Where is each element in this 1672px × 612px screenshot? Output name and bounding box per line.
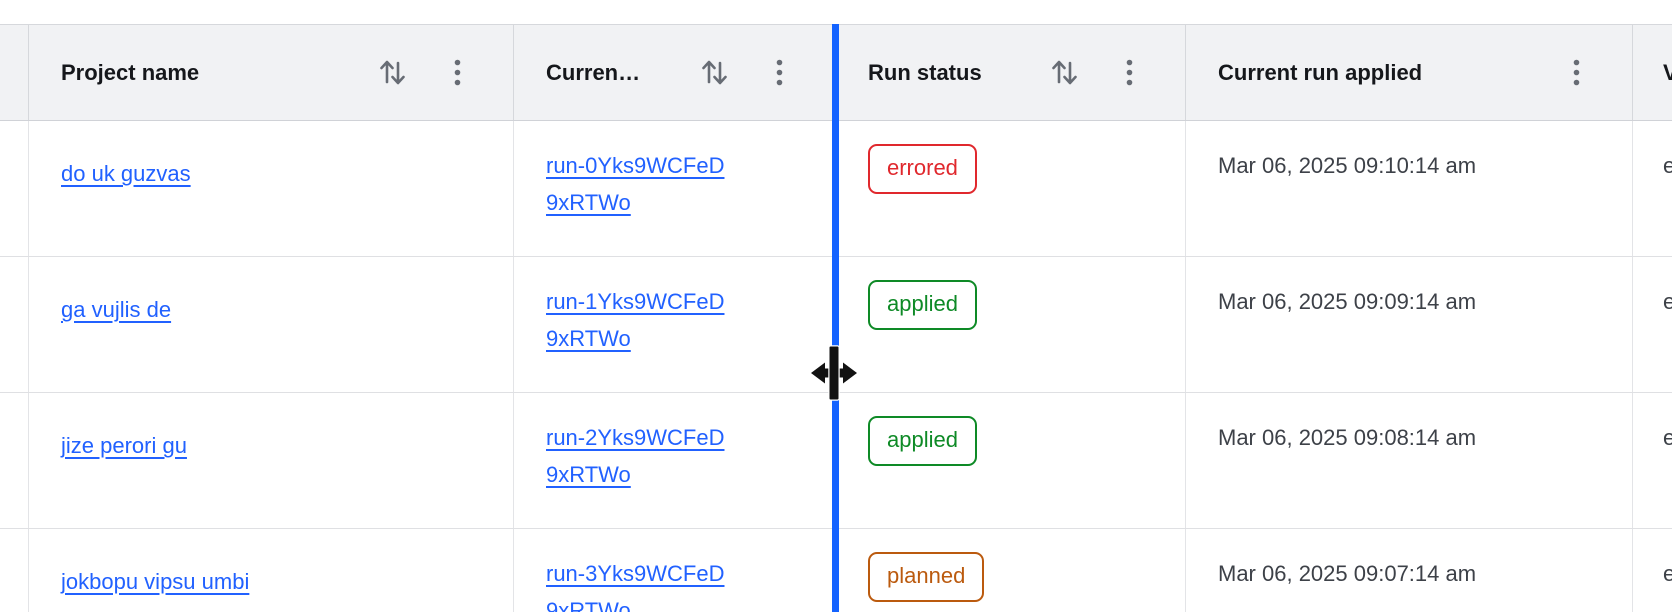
column-label: Current run applied — [1218, 59, 1423, 85]
kebab-menu-icon — [1573, 59, 1580, 86]
status-badge: errored — [868, 144, 977, 194]
row-left-strip — [0, 393, 29, 528]
run-status-cell: applied — [836, 393, 1186, 528]
status-badge: planned — [868, 552, 985, 602]
project-name-cell: jize perori gu — [29, 393, 514, 528]
run-applied-cell: Mar 06, 2025 09:10:14 am — [1186, 121, 1633, 256]
header-left-strip — [0, 25, 29, 120]
kebab-menu-icon — [1126, 59, 1133, 86]
applied-timestamp: Mar 06, 2025 09:07:14 am — [1218, 561, 1477, 586]
column-header-clipped: V — [1633, 25, 1672, 120]
run-status-cell: applied — [836, 257, 1186, 392]
status-badge: applied — [868, 416, 977, 466]
applied-timestamp: Mar 06, 2025 09:10:14 am — [1218, 153, 1477, 178]
sort-button[interactable] — [1051, 56, 1078, 89]
column-options-button[interactable] — [1126, 59, 1133, 86]
kebab-menu-icon — [454, 59, 461, 86]
clipped-cell: e — [1633, 393, 1672, 528]
run-applied-cell: Mar 06, 2025 09:07:14 am — [1186, 529, 1633, 612]
run-applied-cell: Mar 06, 2025 09:09:14 am — [1186, 257, 1633, 392]
sort-arrows-icon — [702, 60, 727, 85]
project-link[interactable]: ga vujlis de — [61, 297, 172, 322]
row-left-strip — [0, 121, 29, 256]
project-link[interactable]: jize perori gu — [61, 433, 187, 458]
sort-arrows-icon — [380, 60, 405, 85]
column-resize-handle[interactable] — [832, 24, 839, 612]
clipped-cell-text: e — [1663, 289, 1672, 314]
kebab-menu-icon — [776, 59, 783, 86]
applied-timestamp: Mar 06, 2025 09:09:14 am — [1218, 289, 1477, 314]
project-link[interactable]: do uk guzvas — [61, 161, 191, 186]
project-name-cell: jokbopu vipsu umbi — [29, 529, 514, 612]
status-badge: applied — [868, 280, 977, 330]
column-label: Run status — [868, 59, 982, 85]
sort-button[interactable] — [379, 56, 406, 89]
column-options-button[interactable] — [776, 59, 783, 86]
column-header-run-status: Run status — [836, 25, 1186, 120]
column-header-current-run-applied: Current run applied — [1186, 25, 1633, 120]
run-status-cell: errored — [836, 121, 1186, 256]
clipped-cell: e — [1633, 257, 1672, 392]
clipped-cell-text: e — [1663, 425, 1672, 450]
column-header-project-name: Project name — [29, 25, 514, 120]
sort-button[interactable] — [701, 56, 728, 89]
row-left-strip — [0, 529, 29, 612]
column-label: Curren… — [546, 59, 641, 85]
column-label: V — [1663, 59, 1672, 85]
project-link[interactable]: jokbopu vipsu umbi — [61, 569, 250, 594]
applied-timestamp: Mar 06, 2025 09:08:14 am — [1218, 425, 1477, 450]
sort-arrows-icon — [1052, 60, 1077, 85]
clipped-cell-text: e — [1663, 153, 1672, 178]
row-left-strip — [0, 257, 29, 392]
run-applied-cell: Mar 06, 2025 09:08:14 am — [1186, 393, 1633, 528]
top-spacer — [0, 0, 1672, 24]
clipped-cell-text: e — [1663, 561, 1672, 586]
clipped-cell: e — [1633, 529, 1672, 612]
column-options-button[interactable] — [454, 59, 461, 86]
run-status-cell: planned — [836, 529, 1186, 612]
project-name-cell: do uk guzvas — [29, 121, 514, 256]
project-name-cell: ga vujlis de — [29, 257, 514, 392]
column-label: Project name — [61, 59, 200, 85]
clipped-cell: e — [1633, 121, 1672, 256]
column-options-button[interactable] — [1573, 59, 1580, 86]
column-header-current-run: Curren… — [514, 25, 836, 120]
